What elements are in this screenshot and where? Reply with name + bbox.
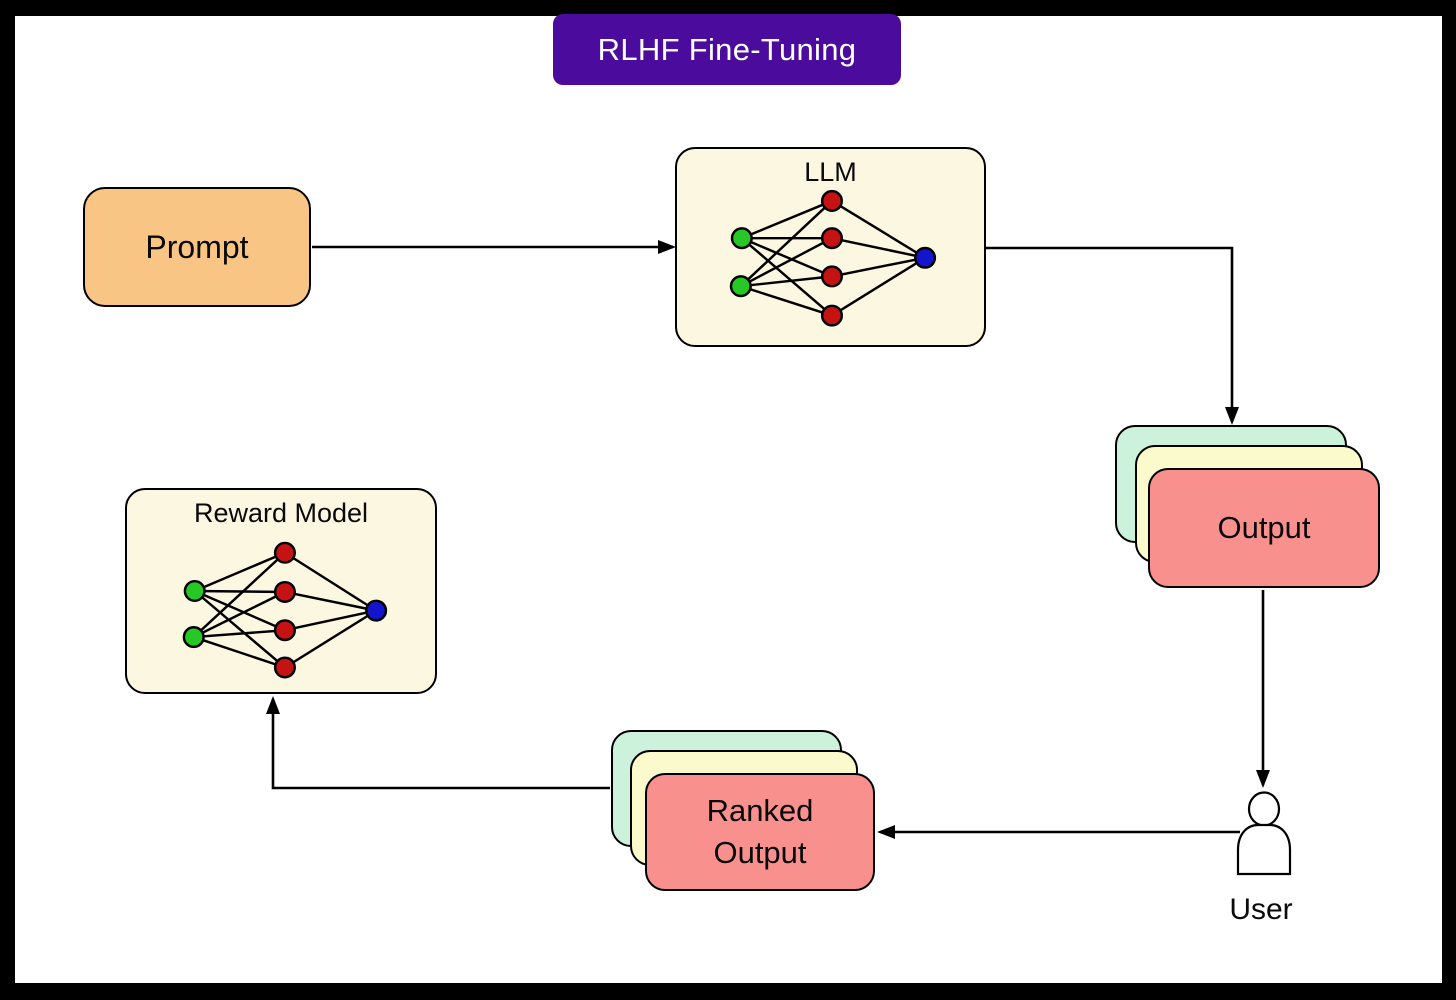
- input-node: [183, 579, 206, 603]
- reward-model-neural-network-icon: [182, 541, 388, 679]
- output-node: [914, 246, 937, 269]
- ranked-output-label: Ranked Output: [706, 793, 814, 870]
- input-node: [729, 275, 752, 298]
- ranked-output-card-front: Ranked Output: [645, 773, 875, 891]
- output-label: Output: [1217, 510, 1311, 546]
- hidden-node: [273, 619, 296, 642]
- llm-neural-network-icon: [729, 189, 937, 327]
- user-head: [1247, 791, 1281, 827]
- hidden-node: [820, 189, 843, 212]
- hidden-node: [273, 541, 296, 564]
- user-label: User: [1229, 893, 1293, 926]
- hidden-node: [820, 265, 843, 288]
- title-label: RLHF Fine-Tuning: [597, 31, 857, 67]
- prompt-label: Prompt: [145, 228, 249, 265]
- reward-model-node: Reward Model: [125, 488, 437, 694]
- llm-label: LLM: [804, 157, 857, 187]
- hidden-node: [273, 580, 296, 604]
- hidden-node: [273, 656, 296, 679]
- title-banner: RLHF Fine-Tuning: [553, 14, 901, 85]
- output-stack: Output: [1115, 425, 1381, 589]
- reward-model-label: Reward Model: [193, 498, 369, 528]
- user-body: [1236, 823, 1292, 876]
- input-node: [182, 626, 205, 649]
- prompt-node: Prompt: [83, 187, 311, 307]
- input-node: [730, 227, 753, 250]
- ranked-output-stack: Ranked Output: [611, 730, 876, 892]
- hidden-node: [820, 227, 843, 250]
- llm-node: LLM: [675, 147, 986, 347]
- output-card-front: Output: [1148, 468, 1380, 588]
- hidden-node: [820, 304, 843, 327]
- output-node: [365, 599, 388, 622]
- reward-network-edges: [192, 551, 377, 669]
- user-icon: [1236, 791, 1292, 876]
- llm-network-edges: [739, 199, 926, 317]
